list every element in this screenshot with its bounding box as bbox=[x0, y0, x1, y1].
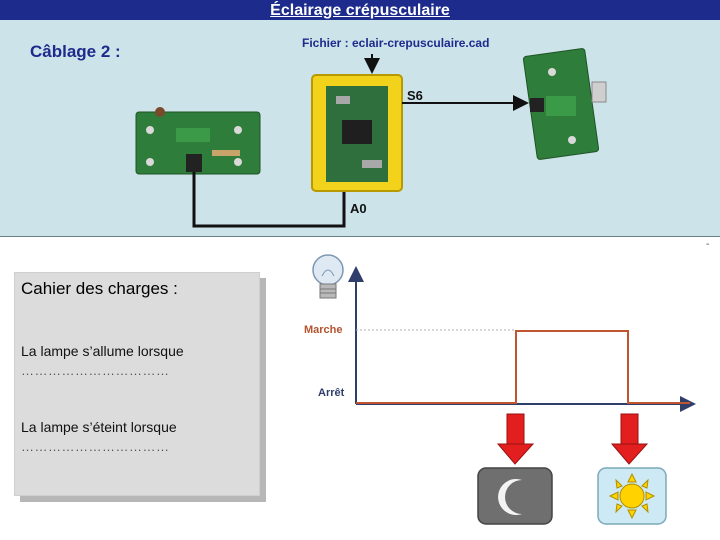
light-sensor-board bbox=[135, 107, 261, 175]
signal-trace bbox=[356, 330, 690, 404]
output-port-label: S6 bbox=[407, 88, 423, 103]
file-label: Fichier : eclair-crepusculaire.cad bbox=[302, 36, 490, 50]
red-arrow-left bbox=[496, 413, 535, 465]
light-bulb-icon bbox=[312, 254, 344, 299]
title-bar bbox=[0, 0, 720, 20]
interface-board bbox=[311, 74, 403, 192]
input-port-label: A0 bbox=[350, 201, 367, 216]
red-arrow-right bbox=[610, 413, 649, 465]
off-level-label: Arrêt bbox=[318, 387, 345, 399]
lamp-board bbox=[522, 48, 607, 160]
sun-icon bbox=[608, 472, 656, 520]
moon-icon bbox=[498, 479, 522, 515]
specs-blank-off: …………………………… bbox=[21, 439, 170, 454]
page-title: Éclairage crépusculaire bbox=[270, 2, 450, 19]
timing-diagram bbox=[348, 266, 696, 412]
specs-blank-on: …………………………… bbox=[21, 363, 170, 378]
night-box bbox=[477, 467, 553, 525]
specs-line-off: La lampe s’éteint lorsque bbox=[21, 419, 177, 435]
specs-line-on: La lampe s’allume lorsque bbox=[21, 343, 184, 359]
wiring-label: Câblage 2 : bbox=[30, 42, 121, 61]
day-box bbox=[597, 467, 667, 525]
specs-title: Cahier des charges : bbox=[21, 279, 178, 298]
input-wire bbox=[192, 172, 346, 228]
corner-mark: - bbox=[706, 239, 710, 250]
on-level-label: Marche bbox=[304, 324, 343, 336]
specs-panel: Cahier des charges : La lampe s’allume l… bbox=[14, 272, 260, 496]
